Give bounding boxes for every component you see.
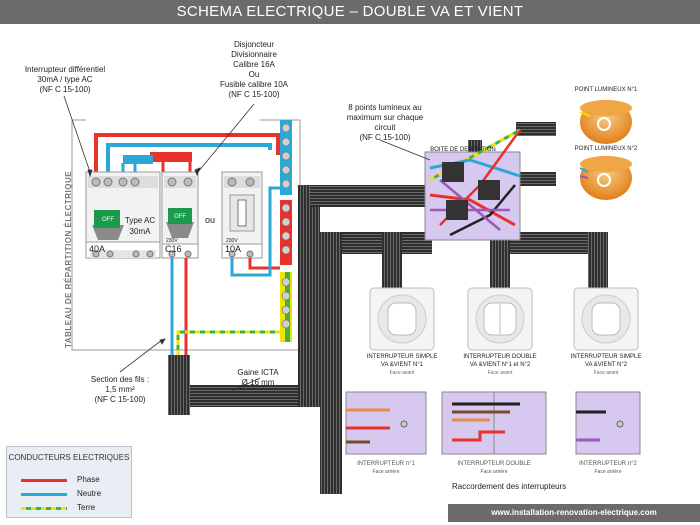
switch-connections-caption: Raccordement des interrupteurs xyxy=(452,482,567,491)
legend-phase-swatch xyxy=(21,479,67,482)
terminal-blocks xyxy=(280,120,292,342)
ceiling-light-1 xyxy=(579,100,632,144)
diff-sensitivity-label: 30mA xyxy=(129,227,151,236)
switch-back-1-line1: INTERRUPTEUR n°1 xyxy=(357,461,415,467)
switch-back-2-label: INTERRUPTEUR n°2 Face arrière xyxy=(568,460,648,476)
legend-terre-swatch xyxy=(21,507,67,510)
differential-label: Interrupteur différentiel 30mA / type AC… xyxy=(10,65,120,95)
fuse-rating-label: 10A xyxy=(225,244,242,254)
switch-front-double xyxy=(467,287,533,351)
circuit-breaker xyxy=(161,171,199,259)
switch-back-double xyxy=(441,391,547,455)
switch-back-1-label: INTERRUPTEUR n°1 Face arrière xyxy=(346,460,426,476)
legend-neutre-label: Neutre xyxy=(77,489,102,498)
section-label-1: Section des fils : xyxy=(90,375,150,384)
switch-front-2-line1: INTERRUPTEUR SIMPLE xyxy=(570,354,642,360)
legend-terre: Terre xyxy=(21,503,131,513)
switch-front-1 xyxy=(369,287,435,351)
switch-back-2-line1: INTERRUPTEUR n°2 xyxy=(579,461,637,467)
gaine-label-2: Ø 16 mm xyxy=(241,378,275,387)
fuse-holder xyxy=(221,171,263,259)
points-note-4: (NF C 15-100) xyxy=(359,133,411,142)
switch-back-double-line1: INTERRUPTEUR DOUBLE xyxy=(457,461,531,467)
breaker-off-label: OFF xyxy=(174,214,186,220)
switch-front-double-line2: VA &VIENT N°1 et N°2 xyxy=(469,362,531,368)
light-1-label: POINT LUMINEUX N°1 xyxy=(574,87,638,93)
legend-phase: Phase xyxy=(21,475,131,485)
switch-front-2-label: INTERRUPTEUR SIMPLE VA &VIENT N°2 Face a… xyxy=(556,353,656,377)
switch-front-1-line1: INTERRUPTEUR SIMPLE xyxy=(366,354,438,360)
switch-front-2-line2: VA &VIENT N°2 xyxy=(584,362,628,368)
panel-supply-wires xyxy=(94,133,280,175)
diff-rating-label: 40A xyxy=(89,244,106,254)
differential-label-top: Interrupteur différentiel xyxy=(24,65,106,74)
gaine-label-1: Gaine ICTA xyxy=(237,368,279,377)
or-label: ou xyxy=(204,215,215,225)
switch-back-2-face: Face arrière xyxy=(594,469,622,475)
switch-front-double-label: INTERRUPTEUR DOUBLE VA &VIENT N°1 et N°2… xyxy=(450,353,550,377)
breaker-label-6: (NF C 15-100) xyxy=(228,90,280,99)
switch-front-2 xyxy=(573,287,639,351)
points-note-1: 8 points lumineux au xyxy=(348,103,422,112)
breaker-label-3: Calibre 16A xyxy=(233,60,275,69)
section-label-2: 1,5 mm² xyxy=(105,385,135,394)
breaker-label-1: Disjoncteur xyxy=(233,40,274,49)
ceiling-light-2 xyxy=(579,156,632,200)
breaker-label-4: Ou xyxy=(248,70,260,79)
diff-type-label: Type AC xyxy=(124,216,156,225)
wire-legend: CONDUCTEURS ELECTRIQUES Phase Neutre Ter… xyxy=(6,446,132,518)
switch-front-1-face: Face avant xyxy=(389,370,415,376)
legend-terre-label: Terre xyxy=(77,503,96,512)
switch-back-1-face: Face arrière xyxy=(372,469,400,475)
legend-title: CONDUCTEURS ELECTRIQUES xyxy=(8,453,130,462)
fuse-voltage-label: 230V xyxy=(226,238,238,244)
footer-url: www.installation-renovation-electrique.c… xyxy=(448,504,700,522)
switch-back-2 xyxy=(575,391,641,455)
gaine-label: Gaine ICTA Ø 16 mm xyxy=(228,368,288,388)
switch-front-2-face: Face avant xyxy=(593,370,619,376)
page-title: SCHEMA ELECTRIQUE – DOUBLE VA ET VIENT xyxy=(0,0,700,24)
breaker-voltage-label: 230V xyxy=(166,238,178,244)
light-2-label: POINT LUMINEUX N°2 xyxy=(574,146,638,152)
legend-neutre: Neutre xyxy=(21,489,131,499)
differential-label-mid: 30mA / type AC xyxy=(37,75,93,84)
breaker-label-5: Fusible calibre 10A xyxy=(219,80,289,89)
switch-front-double-line1: INTERRUPTEUR DOUBLE xyxy=(463,354,537,360)
legend-neutre-swatch xyxy=(21,493,67,496)
switch-back-double-face: Face arrière xyxy=(480,469,508,475)
switch-back-double-label: INTERRUPTEUR DOUBLE Face arrière xyxy=(454,460,534,476)
differential-switch xyxy=(85,171,161,259)
switch-front-double-face: Face avant xyxy=(487,370,513,376)
breaker-label-2: Divisionnaire xyxy=(231,50,277,59)
diff-off-label: OFF xyxy=(102,217,114,223)
icta-conduits xyxy=(168,122,608,494)
legend-phase-label: Phase xyxy=(77,475,100,484)
junction-box xyxy=(424,128,522,241)
points-note-3: circuit xyxy=(374,123,396,132)
section-label: Section des fils : 1,5 mm² (NF C 15-100) xyxy=(80,375,160,405)
points-note: 8 points lumineux au maximum sur chaque … xyxy=(340,103,430,143)
switch-front-1-line2: VA &VIENT N°1 xyxy=(380,362,424,368)
differential-label-norm: (NF C 15-100) xyxy=(39,85,91,94)
callout-lines xyxy=(63,95,431,393)
switch-front-1-label: INTERRUPTEUR SIMPLE VA &VIENT N°1 Face a… xyxy=(352,353,452,377)
breaker-label: Disjoncteur Divisionnaire Calibre 16A Ou… xyxy=(208,40,300,100)
panel-vertical-label: TABLEAU DE RÉPARTITION ÉLECTRIQUE xyxy=(64,170,73,348)
switch-back-1 xyxy=(345,391,427,455)
points-note-2: maximum sur chaque xyxy=(346,113,424,122)
junction-box-label: BOITE DE DERIVATION xyxy=(430,147,496,153)
section-label-3: (NF C 15-100) xyxy=(94,395,146,404)
breaker-rating-label: C16 xyxy=(165,244,182,254)
